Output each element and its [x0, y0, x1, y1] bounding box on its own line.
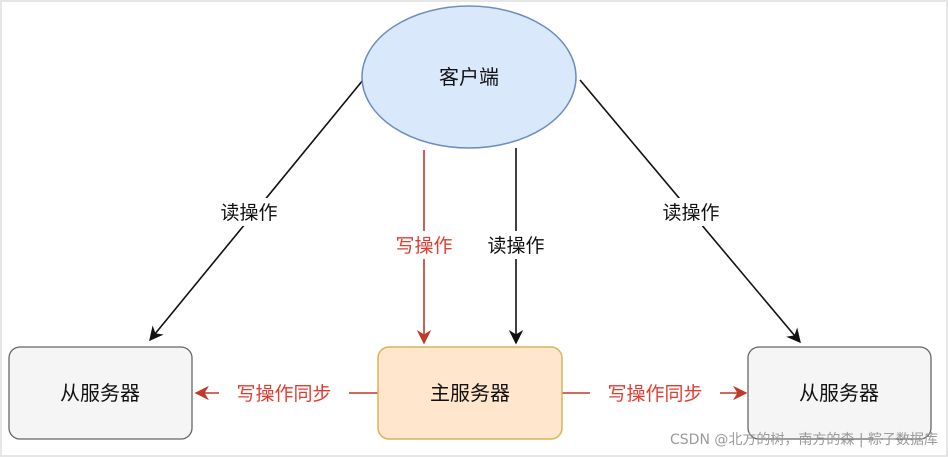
label-bg-sync-left	[219, 379, 349, 407]
edge-label-left-read: 读操作	[220, 202, 277, 224]
label-bg-left-read	[210, 198, 288, 226]
edge-label-sync-right: 写操作同步	[607, 383, 702, 405]
client-node	[361, 5, 577, 149]
slave-server-right	[747, 346, 932, 440]
edge-label-master-write: 写操作	[395, 235, 452, 257]
client-label: 客户端	[439, 65, 499, 89]
edge-label-sync-left: 写操作同步	[236, 383, 331, 405]
label-bg-master-read	[478, 231, 554, 259]
csdn-watermark: CSDN @北方的树，南方的森 | 粽子数据库	[670, 432, 938, 448]
master-label: 主服务器	[430, 381, 510, 405]
slave-server-left	[8, 346, 193, 440]
label-bg-master-write	[386, 231, 462, 259]
label-bg-sync-right	[590, 379, 720, 407]
label-bg-right-read	[652, 198, 730, 226]
slave-right-label: 从服务器	[799, 381, 879, 405]
master-server	[377, 346, 563, 440]
slave-left-label: 从服务器	[60, 381, 140, 405]
edge-label-master-read: 读操作	[487, 235, 544, 257]
edge-label-right-read: 读操作	[662, 202, 719, 224]
